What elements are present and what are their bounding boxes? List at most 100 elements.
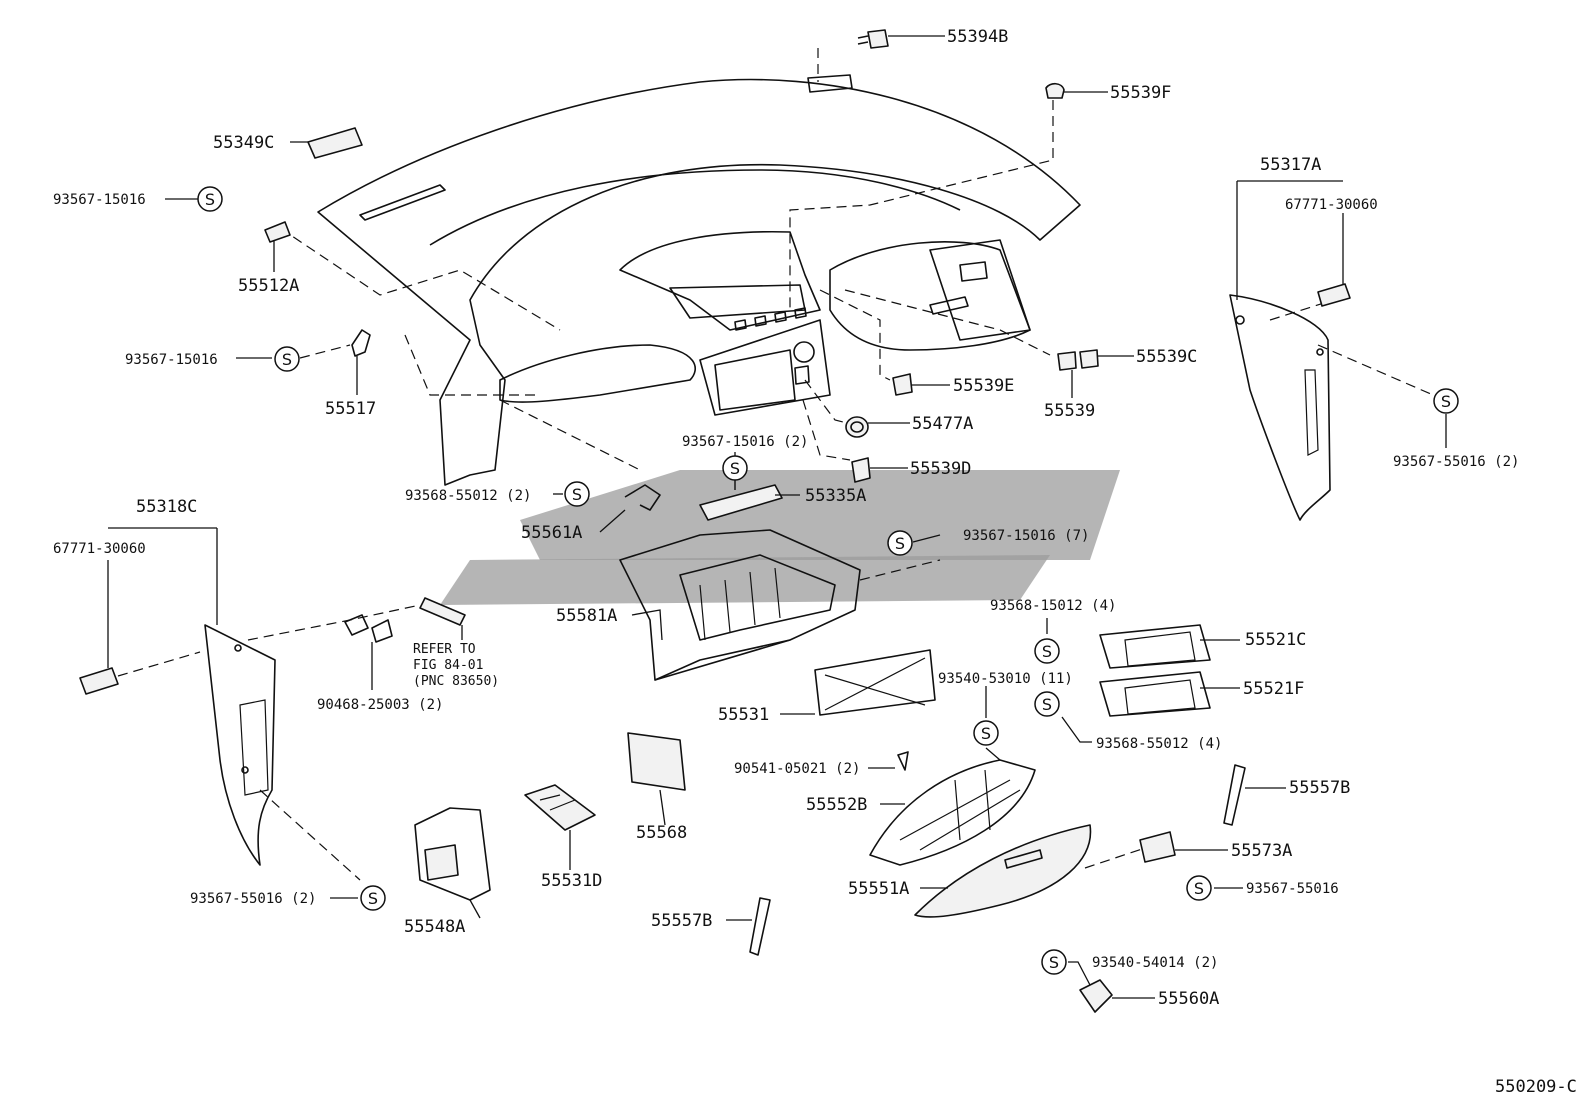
part-label[interactable]: 55539F: [1110, 83, 1171, 103]
part-label[interactable]: 93567-55016 (2): [1393, 454, 1519, 470]
screw-symbol-icon: S: [1034, 638, 1060, 664]
part-label[interactable]: 93568-15012 (4): [990, 598, 1116, 614]
watermark-logo: [440, 470, 1120, 605]
part-label[interactable]: 55512A: [238, 276, 299, 296]
screw-symbol-icon: S: [722, 455, 748, 481]
part-label[interactable]: 55318C: [136, 497, 197, 517]
leader-lines: [107, 35, 1447, 999]
screw-symbol-icon: S: [973, 720, 999, 746]
part-label[interactable]: 55581A: [556, 606, 617, 626]
part-label[interactable]: 93567-15016 (2): [682, 434, 808, 450]
part-55318c-drawing: [204, 624, 276, 866]
screw-symbol-icon: S: [1041, 949, 1067, 975]
part-label[interactable]: 67771-30060: [53, 541, 146, 557]
part-label[interactable]: 55568: [636, 823, 687, 843]
part-label[interactable]: 93568-55012 (4): [1096, 736, 1222, 752]
part-label[interactable]: 55531D: [541, 871, 602, 891]
reference-note: REFER TO FIG 84-01 (PNC 83650): [413, 642, 499, 689]
part-55548a-drawing: [414, 807, 491, 901]
part-label[interactable]: 93567-15016 (7): [963, 528, 1089, 544]
svg-text:S: S: [205, 190, 215, 209]
part-label[interactable]: 55557B: [1289, 778, 1350, 798]
part-label[interactable]: 55335A: [805, 486, 866, 506]
part-label[interactable]: 90468-25003 (2): [317, 697, 443, 713]
part-label[interactable]: 55539D: [910, 459, 971, 479]
part-label[interactable]: 55560A: [1158, 989, 1219, 1009]
part-55539e-drawing: [892, 373, 913, 396]
part-label[interactable]: 93567-55016 (2): [190, 891, 316, 907]
reference-note-line: REFER TO: [413, 642, 476, 657]
part-55335a-drawing: [699, 484, 783, 521]
part-55521c-drawing: [1099, 624, 1211, 669]
svg-text:S: S: [981, 724, 991, 743]
screw-symbols: S S S S S S S S S S S S: [197, 186, 1459, 975]
part-label[interactable]: 55539: [1044, 401, 1095, 421]
part-label[interactable]: 55551A: [848, 879, 909, 899]
screw-symbol-icon: S: [887, 530, 913, 556]
svg-text:S: S: [895, 534, 905, 553]
part-55521f-drawing: [1099, 671, 1211, 717]
svg-text:S: S: [730, 459, 740, 478]
part-55552b-drawing: [869, 759, 1036, 866]
part-55317a-drawing: [1229, 294, 1331, 521]
part-55512a-drawing: [264, 221, 291, 243]
reference-note-line: (PNC 83650): [413, 674, 499, 689]
part-label[interactable]: 93567-55016: [1246, 881, 1339, 897]
part-label[interactable]: 55394B: [947, 27, 1008, 47]
screw-symbol-icon: S: [360, 885, 386, 911]
part-67771-30060-left-drawing: [79, 667, 119, 695]
assembly-dash-lines: [117, 48, 1441, 881]
part-label[interactable]: 55317A: [1260, 155, 1321, 175]
part-label[interactable]: 55517: [325, 399, 376, 419]
part-55477a-drawing: [845, 416, 869, 438]
part-label[interactable]: 93540-53010 (11): [938, 671, 1073, 687]
part-55394b-drawing: [857, 29, 889, 49]
part-55568-drawing: [627, 732, 686, 791]
part-55539d-drawing: [851, 457, 871, 483]
svg-text:S: S: [1042, 642, 1052, 661]
screw-symbol-icon: S: [564, 481, 590, 507]
instrument-panel-outline: [317, 74, 1081, 486]
part-label[interactable]: 55561A: [521, 523, 582, 543]
part-label[interactable]: 55539E: [953, 376, 1014, 396]
part-label[interactable]: 55531: [718, 705, 769, 725]
part-label[interactable]: 55521F: [1243, 679, 1304, 699]
svg-text:S: S: [368, 889, 378, 908]
part-label[interactable]: 55548A: [404, 917, 465, 937]
reference-note-line: FIG 84-01: [413, 658, 483, 673]
part-label[interactable]: 93567-15016: [125, 352, 218, 368]
part-label[interactable]: 93568-55012 (2): [405, 488, 531, 504]
svg-text:S: S: [1049, 953, 1059, 972]
screw-symbol-icon: S: [1433, 388, 1459, 414]
part-label[interactable]: 93567-15016: [53, 192, 146, 208]
part-55581a-drawing: [619, 529, 861, 681]
part-label[interactable]: 93540-54014 (2): [1092, 955, 1218, 971]
part-label[interactable]: 55521C: [1245, 630, 1306, 650]
part-55539f-drawing: [1045, 82, 1065, 99]
part-90468-25003-drawing: [344, 614, 393, 643]
part-55531-drawing: [814, 649, 936, 716]
part-55557b-lower-drawing: [749, 897, 771, 956]
screw-symbol-icon: S: [1186, 875, 1212, 901]
part-55561a-drawing: [624, 484, 661, 511]
part-label[interactable]: 55349C: [213, 133, 274, 153]
part-label[interactable]: 55552B: [806, 795, 867, 815]
part-90541-05021-drawing: [897, 751, 909, 771]
screw-symbol-icon: S: [274, 346, 300, 372]
part-label[interactable]: 55539C: [1136, 347, 1197, 367]
part-55557b-right-drawing: [1223, 764, 1246, 826]
part-label[interactable]: 55557B: [651, 911, 712, 931]
svg-text:S: S: [572, 485, 582, 504]
part-55560a-drawing: [1079, 979, 1113, 1013]
part-label[interactable]: 67771-30060: [1285, 197, 1378, 213]
part-label[interactable]: 55573A: [1231, 841, 1292, 861]
part-label[interactable]: 55477A: [912, 414, 973, 434]
part-55551a-drawing: [914, 824, 1092, 918]
part-cable-refer-drawing: [419, 597, 466, 626]
part-label[interactable]: 90541-05021 (2): [734, 761, 860, 777]
svg-text:S: S: [1194, 879, 1204, 898]
screw-symbol-icon: S: [197, 186, 223, 212]
part-55573a-drawing: [1139, 831, 1176, 863]
part-55531d-drawing: [524, 784, 596, 831]
